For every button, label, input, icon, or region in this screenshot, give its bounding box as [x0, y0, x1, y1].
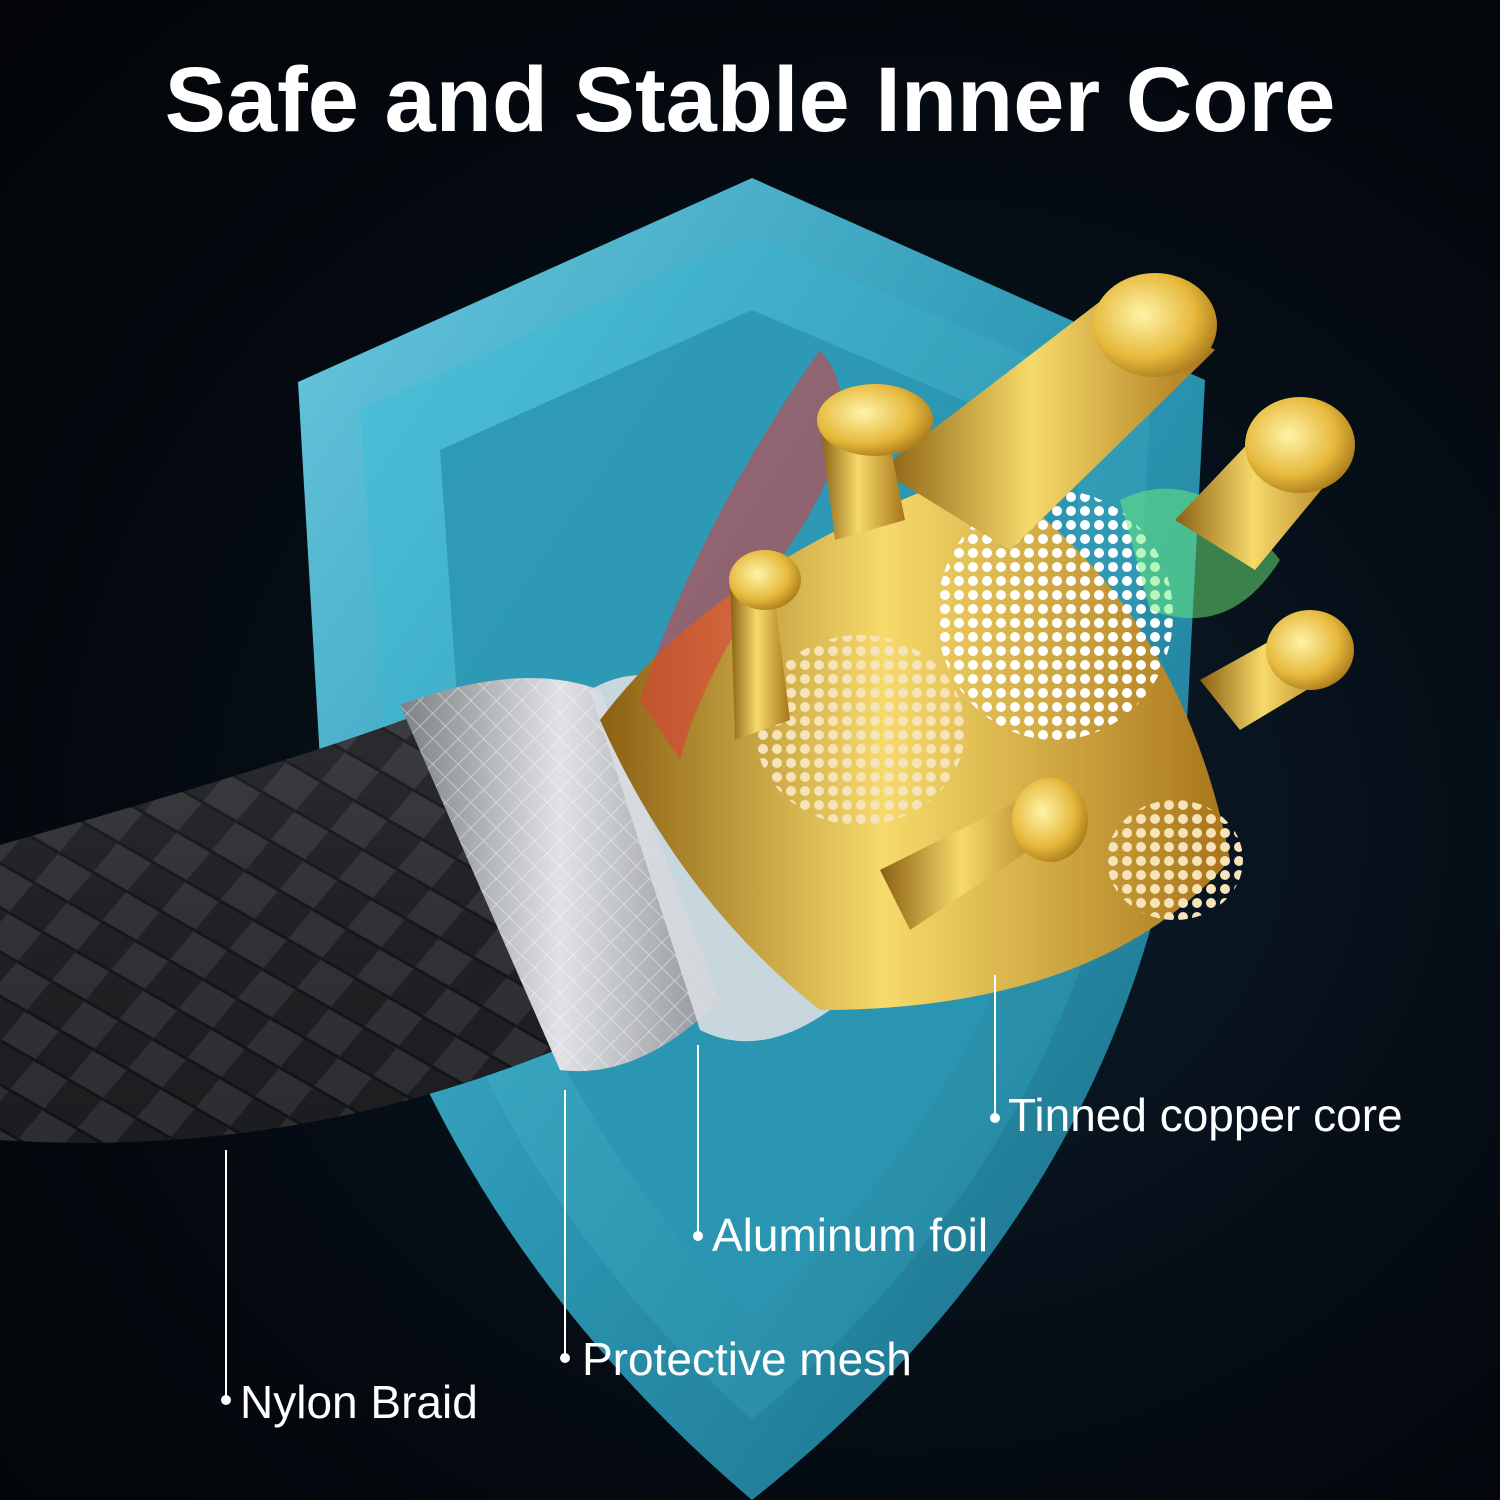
nylon-braid-label: Nylon Braid	[240, 1376, 478, 1428]
protective-mesh-collar	[400, 678, 720, 1072]
callout-lines	[221, 975, 1000, 1405]
aluminum-foil-label: Aluminum foil	[712, 1209, 989, 1261]
gold-conductor-pins	[729, 273, 1355, 930]
tinned-copper-core-label: Tinned copper core	[1008, 1089, 1403, 1141]
nylon-braid-sleeve	[0, 710, 580, 1143]
red-insulated-wire	[640, 350, 843, 760]
protective-mesh-label: Protective mesh	[582, 1333, 912, 1385]
page-title: Safe and Stable Inner Core	[164, 49, 1336, 151]
